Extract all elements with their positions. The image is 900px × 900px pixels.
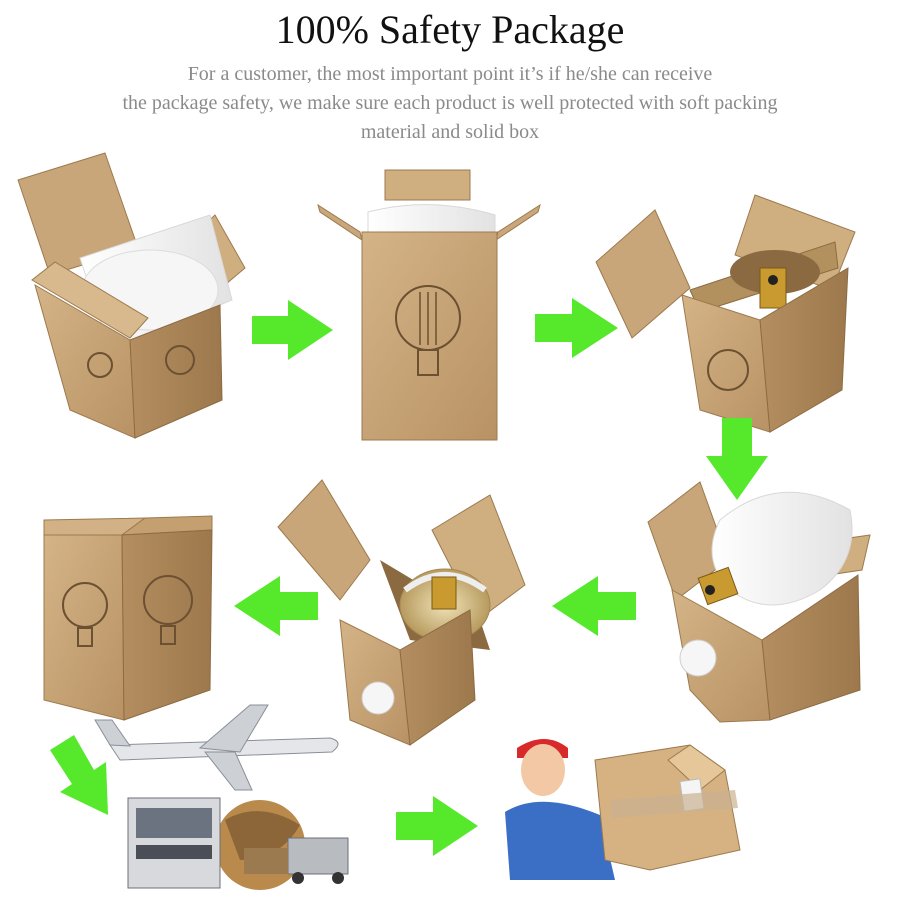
open-box-icon (595, 194, 856, 433)
open-box-icon (277, 479, 526, 746)
arrow-down-right-icon (50, 735, 108, 815)
arrow-right-icon (535, 298, 618, 358)
open-box-icon (317, 169, 541, 441)
airplane-truck-icon (94, 704, 349, 890)
subtitle-line-1: For a customer, the most important point… (187, 63, 713, 85)
arrow-left-icon (552, 576, 636, 636)
page-subtitle: For a customer, the most important point… (30, 60, 870, 147)
subtitle-line-2: the package safety, we make sure each pr… (122, 92, 778, 114)
subtitle-line-3: material and solid box (360, 121, 540, 143)
closed-box-icon (43, 515, 213, 721)
arrow-left-icon (234, 576, 318, 636)
arrow-right-icon (396, 796, 478, 856)
page-title: 100% Safety Package (275, 7, 625, 52)
open-box-icon (17, 152, 246, 439)
foam-bulb-icon (647, 481, 871, 723)
arrow-right-icon (252, 300, 333, 360)
arrow-down-icon (706, 418, 768, 500)
delivery-person-icon (505, 739, 741, 880)
